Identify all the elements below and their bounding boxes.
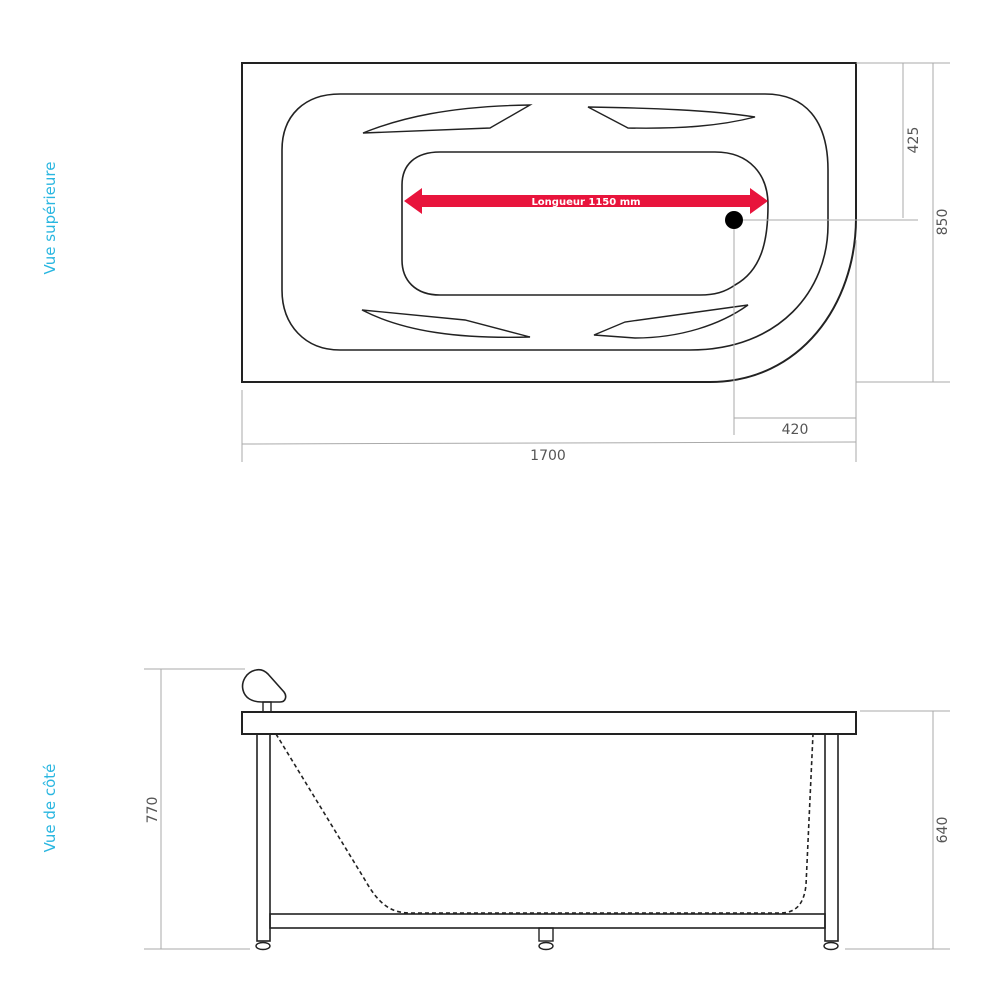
dim-total-width: 850: [935, 209, 951, 236]
top-view-label: Vue supérieure: [41, 162, 59, 275]
frame-crossbar: [269, 913, 826, 929]
rim-contour: [281, 93, 829, 351]
leg-left: [256, 733, 271, 942]
leg-right: [824, 733, 839, 942]
tub-outline-top: [241, 62, 857, 383]
recess-top-right: [587, 106, 756, 129]
dim-total-length: 1700: [530, 448, 566, 464]
dim-drain-offset-width: 425: [906, 127, 922, 154]
dim-rim-height: 640: [935, 817, 951, 844]
side-view: 770 640: [144, 668, 951, 951]
dim-drain-offset-length: 420: [782, 422, 809, 438]
top-view-dimension-lines: [241, 62, 950, 462]
foot-center: [538, 941, 554, 951]
foot-left: [255, 941, 271, 951]
leg-center: [538, 927, 554, 942]
recess-bottom-right: [593, 304, 749, 339]
tub-rim-side: [241, 711, 857, 735]
basin-profile: [275, 733, 814, 914]
basin-contour: [401, 151, 769, 296]
drain-icon: [725, 211, 743, 229]
length-arrow: Longueur 1150 mm: [404, 188, 768, 214]
length-arrow-label: Longueur 1150 mm: [531, 197, 640, 208]
recess-top-left: [362, 104, 533, 134]
side-view-label: Vue de côté: [41, 764, 59, 853]
top-view: Longueur 1150 mm 425 850 420 1700: [241, 62, 951, 464]
dim-total-height: 770: [145, 797, 161, 824]
foot-right: [823, 941, 839, 951]
headrest: [241, 668, 287, 703]
recess-bottom-left: [361, 309, 531, 338]
side-view-dimension-lines: [144, 668, 950, 950]
headrest-post: [262, 701, 272, 713]
